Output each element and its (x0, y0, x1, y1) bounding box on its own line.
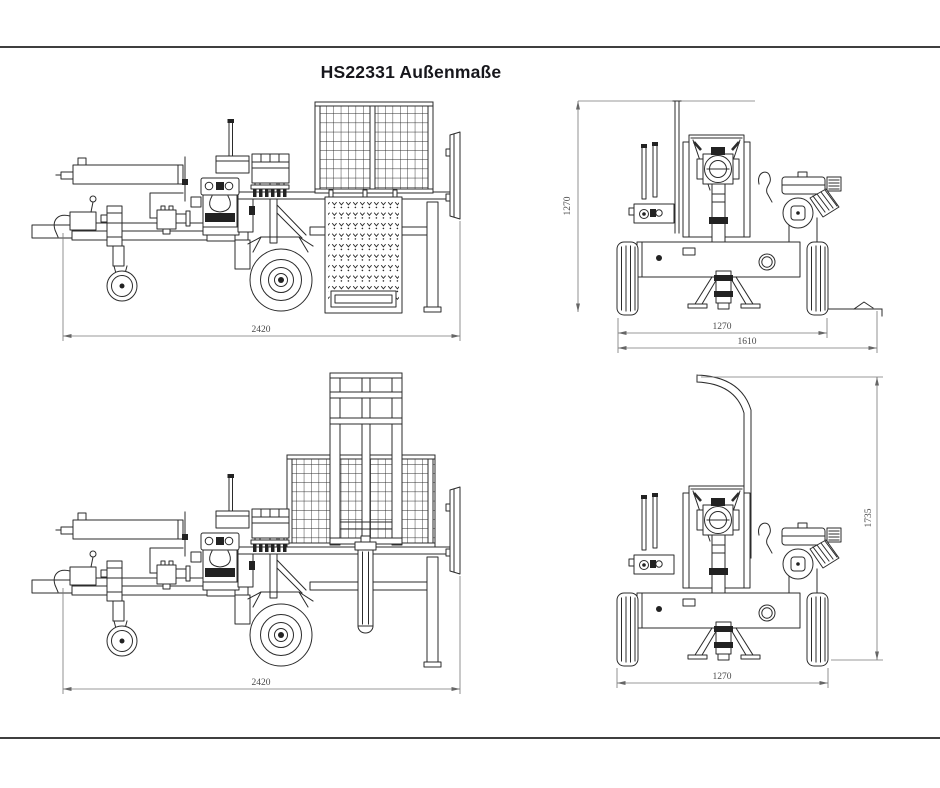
mesh-basket-raised (286, 454, 436, 548)
top-divider (0, 46, 940, 48)
dim-length-label: 2420 (252, 678, 271, 688)
dim-track-label: 1270 (713, 322, 732, 332)
dim-track-label: 1270 (713, 672, 732, 682)
dim-overall-width-label: 1610 (738, 337, 757, 347)
lift-arm-pipe (696, 374, 752, 559)
dim-height-label: 1270 (563, 196, 573, 215)
page-title: HS22331 Außenmaße (320, 62, 502, 82)
length-dimension: 2420 (62, 221, 461, 341)
track-dimension: 1270 (616, 668, 829, 688)
perforated-table (324, 189, 403, 314)
side-view-transport-drawing: 2420 (31, 101, 461, 341)
mesh-basket (314, 101, 434, 194)
side-view-raised-drawing: 2420 (31, 372, 461, 694)
length-dimension: 2420 (62, 576, 461, 694)
bottom-divider (0, 737, 940, 739)
dim-length-label: 2420 (252, 325, 271, 335)
height-dimension: 1270 (563, 101, 580, 312)
vertical-ram (354, 535, 377, 634)
rear-view-transport-drawing: 1270 1270 1610 (563, 100, 883, 353)
exhaust-stack (672, 100, 682, 234)
rear-view-raised-drawing: 1735 1270 (615, 374, 883, 688)
dim-height-label: 1735 (864, 508, 874, 527)
loading-ramp (827, 301, 883, 317)
height-dimension: 1735 (701, 376, 883, 661)
width-dimensions: 1270 1610 (617, 311, 878, 353)
